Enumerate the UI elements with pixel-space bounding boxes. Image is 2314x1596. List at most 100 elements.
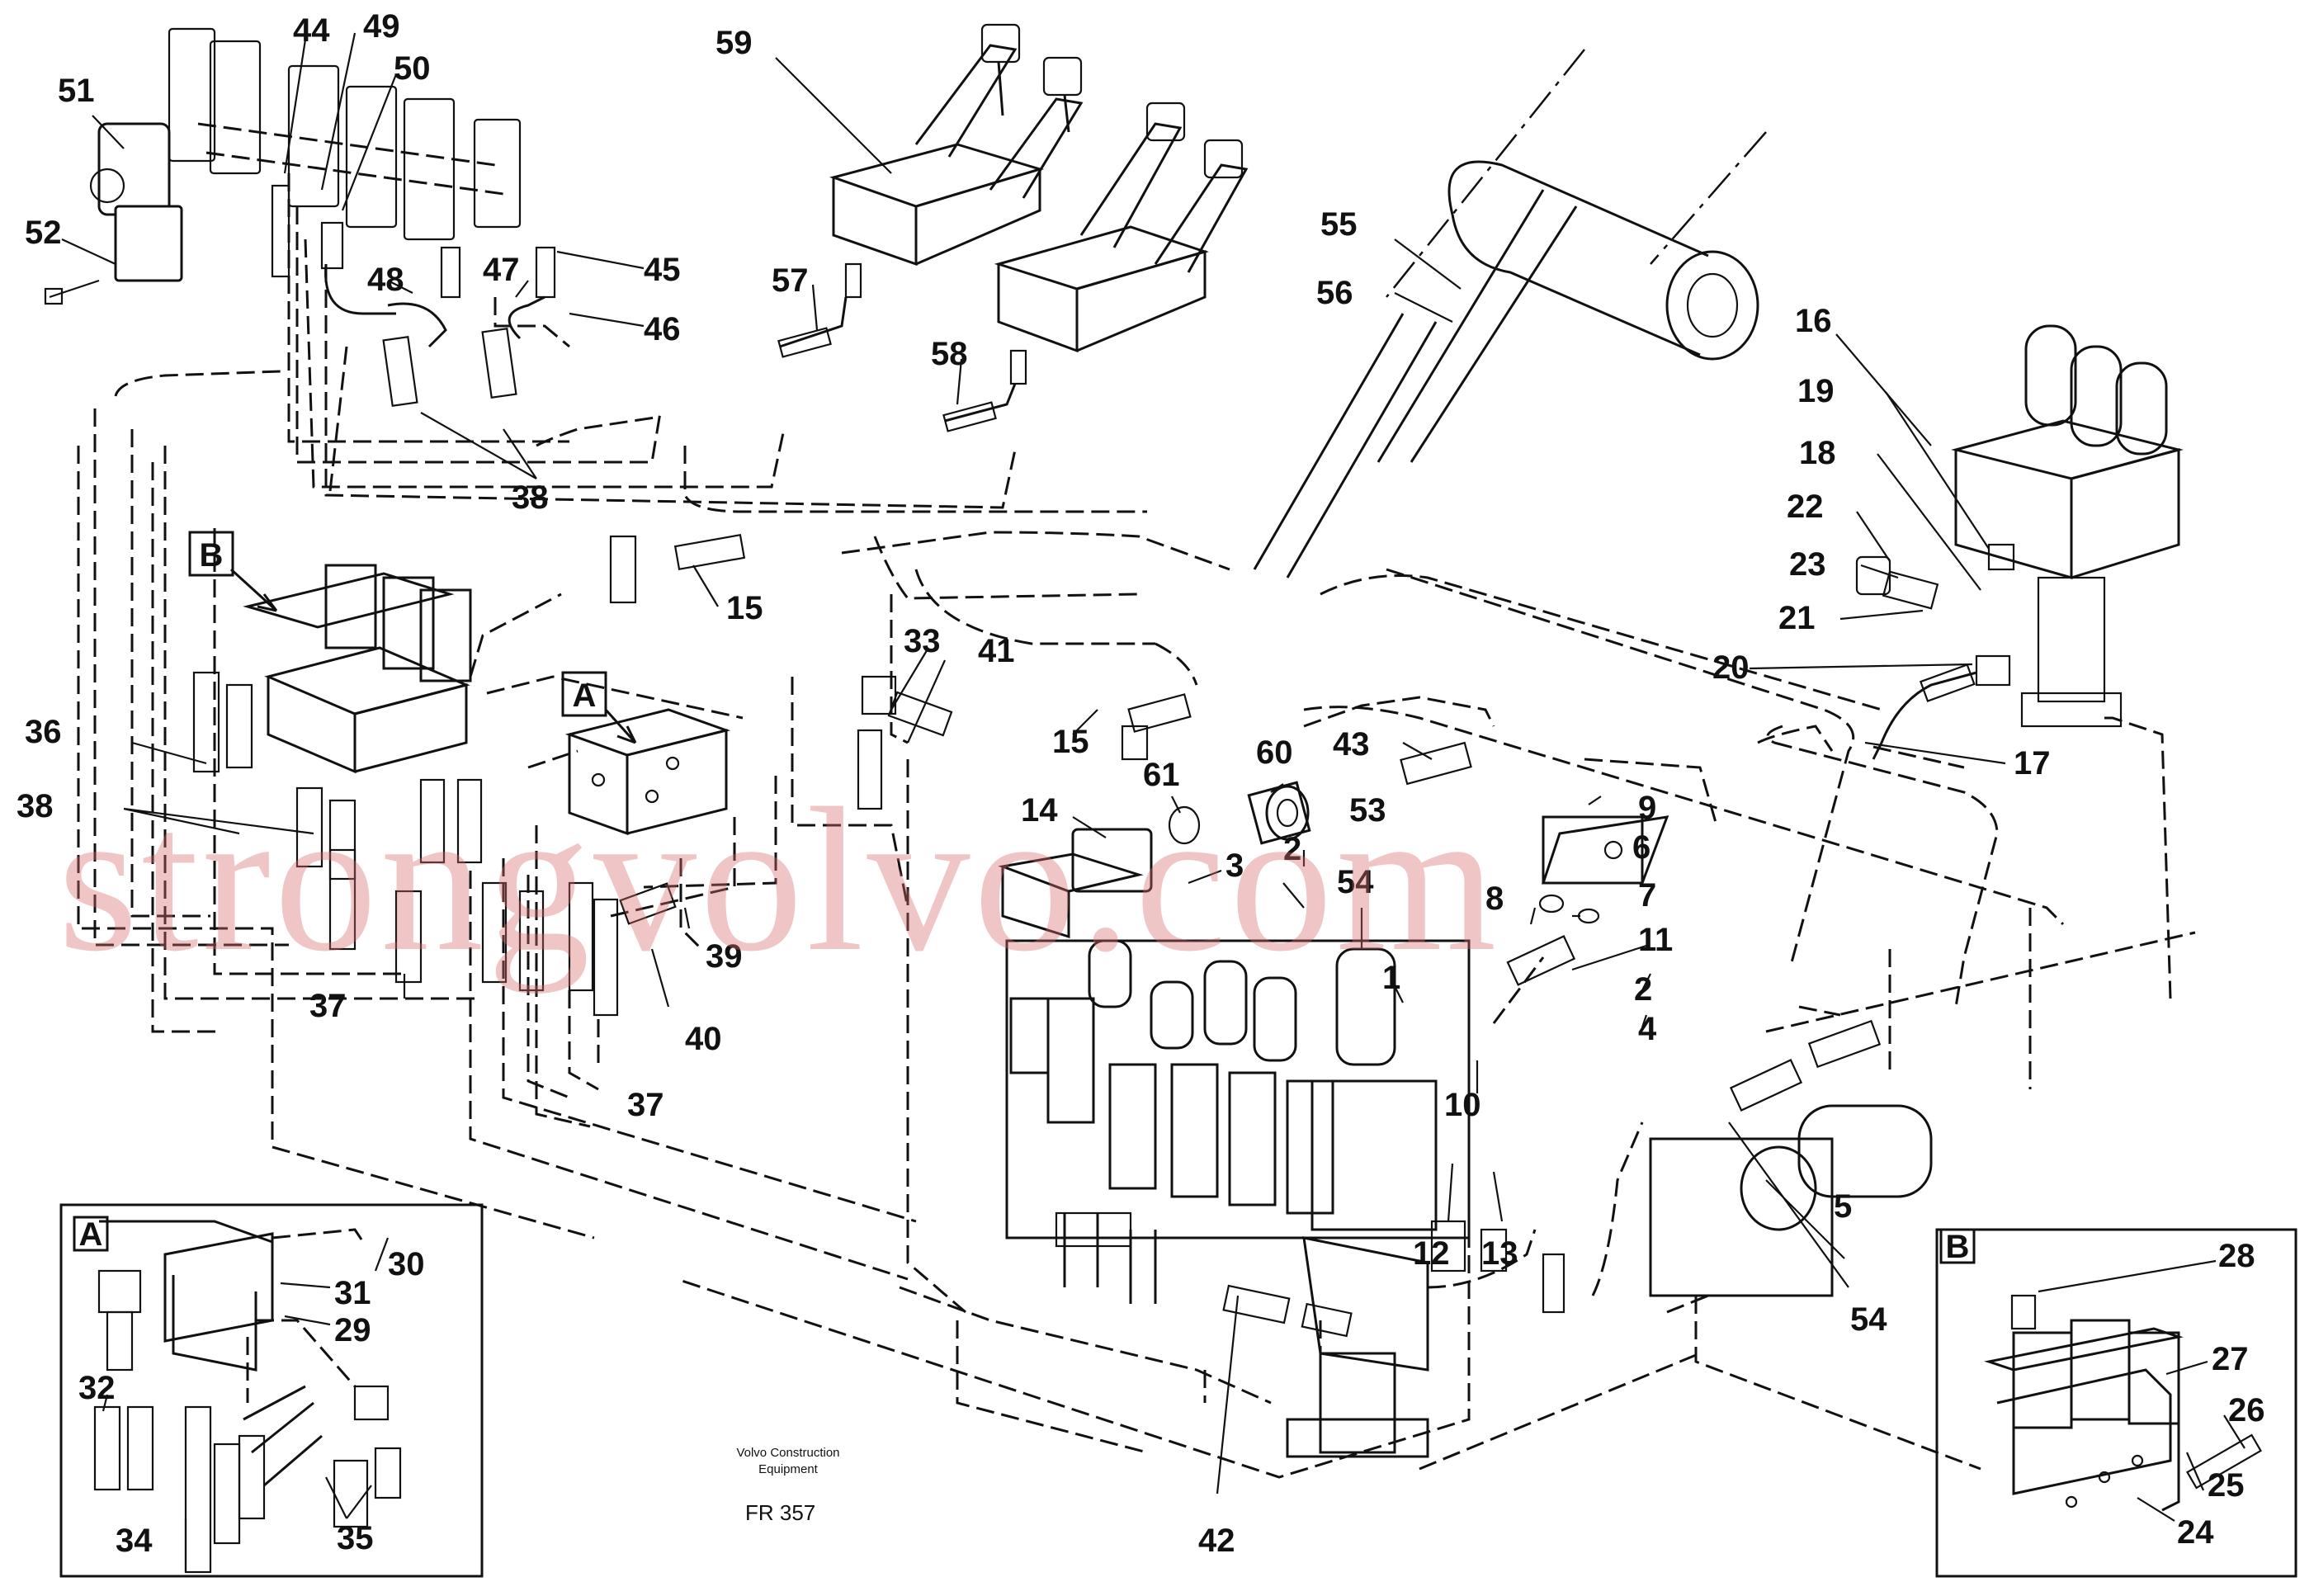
pedal-control-59b xyxy=(994,102,1249,385)
part-label-39: 39 xyxy=(706,938,743,975)
part-labels: 44 49 51 50 52 48 47 45 46 38 59 57 58 5… xyxy=(17,8,2265,1559)
leader-lines xyxy=(61,32,2246,1572)
callout-letters: B A A B xyxy=(79,537,1970,1265)
callout-box-A xyxy=(561,671,607,717)
part-label-57: 57 xyxy=(772,262,809,299)
part-label-23: 23 xyxy=(1789,546,1826,583)
part-label-21: 21 xyxy=(1778,600,1816,636)
inset-B-frame xyxy=(1935,1228,2297,1578)
part-label-29: 29 xyxy=(334,1312,371,1348)
part-label-16: 16 xyxy=(1795,303,1832,339)
part-label-26: 26 xyxy=(2228,1392,2265,1428)
part-label-22: 22 xyxy=(1787,489,1824,525)
callout-letter-B-main: B xyxy=(200,537,224,574)
hose-routing xyxy=(77,173,2196,1479)
part-label-32: 32 xyxy=(78,1370,116,1406)
part-label-52: 52 xyxy=(25,215,62,251)
part-label-24: 24 xyxy=(2177,1514,2214,1551)
part-label-50: 50 xyxy=(394,50,431,87)
part-label-6: 6 xyxy=(1632,829,1650,866)
part-label-59: 59 xyxy=(715,25,753,61)
footer-company-line1: Volvo Construction xyxy=(736,1446,839,1460)
part-label-15-center: 15 xyxy=(1052,724,1089,760)
part-label-33: 33 xyxy=(904,623,941,659)
part-label-17: 17 xyxy=(2014,745,2051,781)
pedal-hoses xyxy=(777,296,1017,432)
part-label-38-left: 38 xyxy=(17,788,54,824)
callout-letter-A-inset: A xyxy=(79,1216,103,1253)
part-label-43: 43 xyxy=(1333,726,1370,763)
part-label-54-top: 54 xyxy=(1337,864,1374,900)
part-label-46: 46 xyxy=(644,311,681,347)
part-label-49: 49 xyxy=(363,8,400,45)
part-label-18: 18 xyxy=(1799,435,1836,471)
part-label-45: 45 xyxy=(644,252,681,288)
part-label-58: 58 xyxy=(931,336,968,372)
part-label-15-left: 15 xyxy=(726,590,763,626)
part-label-8: 8 xyxy=(1485,881,1504,917)
part-label-34: 34 xyxy=(116,1523,153,1559)
valve-16-fittings xyxy=(1855,555,2011,760)
top-valve-bank xyxy=(168,27,522,241)
part-label-9: 9 xyxy=(1638,790,1656,826)
part-label-13: 13 xyxy=(1481,1235,1518,1272)
part-label-53: 53 xyxy=(1349,792,1386,829)
callout-B-arrow xyxy=(229,568,278,612)
pilot-hoses-top xyxy=(271,184,556,407)
part-label-4: 4 xyxy=(1638,1011,1657,1047)
callout-letter-B-inset: B xyxy=(1946,1229,1970,1265)
part-label-37-center: 37 xyxy=(627,1087,664,1123)
diagram-artwork xyxy=(44,23,2297,1578)
part-label-61: 61 xyxy=(1143,757,1180,793)
solenoid-valve-51 xyxy=(44,122,183,305)
callout-A-arrow xyxy=(604,708,637,744)
part-label-47: 47 xyxy=(483,252,520,288)
part-label-19: 19 xyxy=(1797,373,1835,409)
part-label-3: 3 xyxy=(1225,848,1244,884)
part-label-41: 41 xyxy=(978,633,1015,669)
watermark-text: strongvolvo.com xyxy=(58,766,1499,994)
part-label-7: 7 xyxy=(1638,877,1656,914)
part-label-38-top: 38 xyxy=(512,479,549,516)
part-label-37-left: 37 xyxy=(309,988,347,1024)
part-label-48: 48 xyxy=(367,262,404,298)
part-label-30: 30 xyxy=(388,1246,425,1282)
valve-fittings-center xyxy=(1168,781,1669,1338)
footer: Volvo Construction Equipment FR 357 xyxy=(736,1446,839,1525)
block-B-fittings xyxy=(192,671,677,1017)
part-label-44: 44 xyxy=(293,12,330,49)
part-label-55: 55 xyxy=(1320,206,1358,243)
block-B xyxy=(243,564,472,774)
part-label-60: 60 xyxy=(1256,734,1293,771)
part-label-42: 42 xyxy=(1198,1523,1235,1559)
part-label-28: 28 xyxy=(2218,1238,2255,1274)
callout-box-B xyxy=(188,531,234,577)
callout-letter-A-main: A xyxy=(573,678,597,714)
part-label-2-right: 2 xyxy=(1634,971,1652,1008)
valve-block-16 xyxy=(1951,324,2184,728)
part-label-51: 51 xyxy=(58,73,95,109)
part-label-35: 35 xyxy=(337,1520,374,1556)
part-label-20: 20 xyxy=(1712,649,1750,686)
part-label-36: 36 xyxy=(25,714,62,750)
footer-company-line2: Equipment xyxy=(758,1462,819,1476)
part-label-25: 25 xyxy=(2208,1467,2245,1504)
part-label-12: 12 xyxy=(1413,1235,1450,1272)
part-label-10: 10 xyxy=(1444,1087,1481,1123)
component-5 xyxy=(1649,1059,1933,1297)
part-label-2-top: 2 xyxy=(1283,831,1301,867)
part-label-1: 1 xyxy=(1382,960,1400,996)
footer-figure-code: FR 357 xyxy=(745,1500,815,1525)
part-label-14: 14 xyxy=(1021,792,1058,829)
pedal-control-59 xyxy=(829,23,1084,299)
part-label-11: 11 xyxy=(1638,922,1673,958)
main-control-valve xyxy=(998,828,1471,1458)
part-label-56: 56 xyxy=(1316,275,1353,311)
block-A xyxy=(564,708,731,836)
part-label-27: 27 xyxy=(2212,1341,2249,1377)
inset-A-frame xyxy=(59,1203,484,1578)
part-label-31: 31 xyxy=(334,1275,371,1311)
boom-structure xyxy=(1253,49,1767,578)
part-label-40: 40 xyxy=(685,1021,722,1057)
